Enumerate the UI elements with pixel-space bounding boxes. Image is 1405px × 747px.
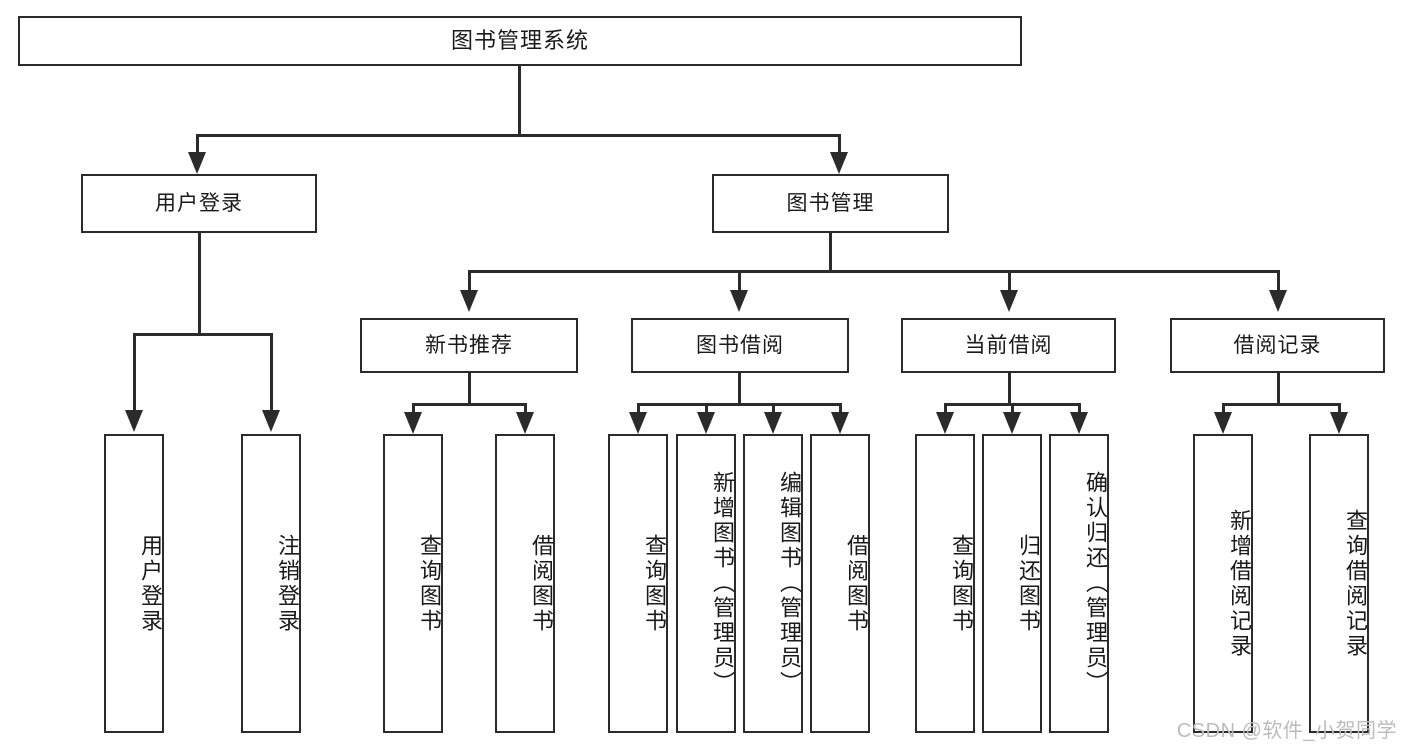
- arrow-to-leaf-borrow-query: [629, 412, 647, 434]
- connector-current-drop-2: [1011, 403, 1014, 417]
- leaf-borrow-lend-book[interactable]: 借阅图书: [810, 434, 870, 733]
- node-label: 查询图书: [417, 533, 442, 634]
- connector-record-drop-2: [1338, 403, 1341, 417]
- node-label: 查询借阅记录: [1343, 508, 1368, 659]
- node-label: 图书管理: [786, 191, 875, 215]
- arrow-to-leaf-record-add: [1214, 412, 1232, 434]
- leaf-borrow-query-book[interactable]: 查询图书: [608, 434, 668, 733]
- connector-root-bus: [196, 134, 841, 137]
- connector-record-drop-1: [1222, 403, 1225, 417]
- arrow-to-leaf-user-login: [125, 410, 143, 432]
- connector-book-mgmt-drop-2: [738, 270, 741, 294]
- connector-borrow-drop-3: [772, 403, 775, 417]
- arrow-to-current-borrow: [1000, 290, 1018, 312]
- connector-user-login-bus: [133, 333, 273, 336]
- connector-recommend-bus: [412, 403, 527, 406]
- leaf-recommend-borrow-book[interactable]: 借阅图书: [495, 434, 555, 733]
- arrow-to-leaf-current-confirm: [1070, 412, 1088, 434]
- node-new-book-recommend[interactable]: 新书推荐: [360, 318, 578, 373]
- leaf-record-query[interactable]: 查询借阅记录: [1309, 434, 1369, 733]
- connector-current-stem: [1008, 373, 1011, 405]
- connector-record-stem: [1277, 373, 1280, 405]
- arrow-to-leaf-recommend-borrow: [516, 412, 534, 434]
- node-book-borrow[interactable]: 图书借阅: [631, 318, 849, 373]
- connector-book-mgmt-bus: [468, 270, 1280, 273]
- node-label: 新增借阅记录: [1227, 508, 1252, 659]
- node-label: 借阅记录: [1233, 333, 1322, 357]
- node-label: 新书推荐: [425, 333, 513, 357]
- node-book-management[interactable]: 图书管理: [712, 174, 949, 233]
- arrow-to-leaf-logout: [262, 410, 280, 432]
- connector-record-bus: [1222, 403, 1341, 406]
- connector-book-mgmt-drop-3: [1008, 270, 1011, 294]
- leaf-current-query-book[interactable]: 查询图书: [915, 434, 975, 733]
- connector-book-mgmt-drop-1: [468, 270, 471, 294]
- arrow-to-book-borrow: [730, 290, 748, 312]
- connector-user-login-stem: [198, 233, 201, 335]
- connector-current-drop-1: [944, 403, 947, 417]
- arrow-to-leaf-borrow-lend: [831, 412, 849, 434]
- connector-user-login-drop-2: [270, 333, 273, 413]
- leaf-recommend-query-book[interactable]: 查询图书: [383, 434, 443, 733]
- connector-book-mgmt-stem: [829, 233, 832, 273]
- leaf-current-return-book[interactable]: 归还图书: [982, 434, 1042, 733]
- leaf-current-confirm-return-admin[interactable]: 确认归还（管理员）: [1049, 434, 1109, 733]
- node-label: 用户登录: [155, 191, 243, 215]
- arrow-to-leaf-record-query: [1330, 412, 1348, 434]
- connector-current-drop-3: [1078, 403, 1081, 417]
- leaf-logout[interactable]: 注销登录: [241, 434, 301, 733]
- connector-root-drop-right: [838, 134, 841, 158]
- connector-recommend-drop-2: [524, 403, 527, 417]
- leaf-borrow-add-book-admin[interactable]: 新增图书（管理员）: [676, 434, 736, 733]
- connector-user-login-drop-1: [133, 333, 136, 413]
- node-label: 新增图书（管理员）: [710, 471, 735, 696]
- connector-borrow-bus: [637, 403, 842, 406]
- node-label: 确认归还（管理员）: [1083, 471, 1108, 696]
- node-label: 注销登录: [275, 533, 300, 634]
- connector-borrow-stem: [738, 373, 741, 405]
- arrow-to-borrow-record: [1269, 290, 1287, 312]
- connector-borrow-drop-4: [839, 403, 842, 417]
- arrow-to-leaf-current-query: [936, 412, 954, 434]
- node-label: 借阅图书: [529, 533, 554, 634]
- node-current-borrow[interactable]: 当前借阅: [901, 318, 1116, 373]
- connector-recommend-stem: [468, 373, 471, 405]
- node-borrow-record[interactable]: 借阅记录: [1170, 318, 1385, 373]
- node-label: 用户登录: [138, 533, 163, 634]
- arrow-to-leaf-borrow-add: [697, 412, 715, 434]
- connector-root-drop-left: [196, 134, 199, 158]
- node-root-book-management-system[interactable]: 图书管理系统: [18, 16, 1022, 66]
- connector-book-mgmt-drop-4: [1277, 270, 1280, 294]
- arrow-to-leaf-borrow-edit: [764, 412, 782, 434]
- node-label: 查询图书: [642, 533, 667, 634]
- leaf-user-login[interactable]: 用户登录: [104, 434, 164, 733]
- node-label: 查询图书: [949, 533, 974, 634]
- arrow-to-new-book-recommend: [460, 290, 478, 312]
- connector-borrow-drop-1: [637, 403, 640, 417]
- arrow-to-leaf-recommend-query: [404, 412, 422, 434]
- connector-borrow-drop-2: [705, 403, 708, 417]
- arrow-to-book-management: [830, 152, 848, 174]
- arrow-to-leaf-current-return: [1003, 412, 1021, 434]
- node-label: 编辑图书（管理员）: [777, 471, 802, 696]
- connector-recommend-drop-1: [412, 403, 415, 417]
- node-label: 图书管理系统: [450, 27, 589, 53]
- arrow-to-user-login: [188, 152, 206, 174]
- leaf-record-add[interactable]: 新增借阅记录: [1193, 434, 1253, 733]
- node-label: 当前借阅: [964, 333, 1053, 357]
- node-user-login[interactable]: 用户登录: [81, 174, 317, 233]
- node-label: 归还图书: [1016, 533, 1041, 634]
- connector-root-stem: [518, 66, 521, 136]
- node-label: 图书借阅: [696, 333, 784, 357]
- leaf-borrow-edit-book-admin[interactable]: 编辑图书（管理员）: [743, 434, 803, 733]
- node-label: 借阅图书: [844, 533, 869, 634]
